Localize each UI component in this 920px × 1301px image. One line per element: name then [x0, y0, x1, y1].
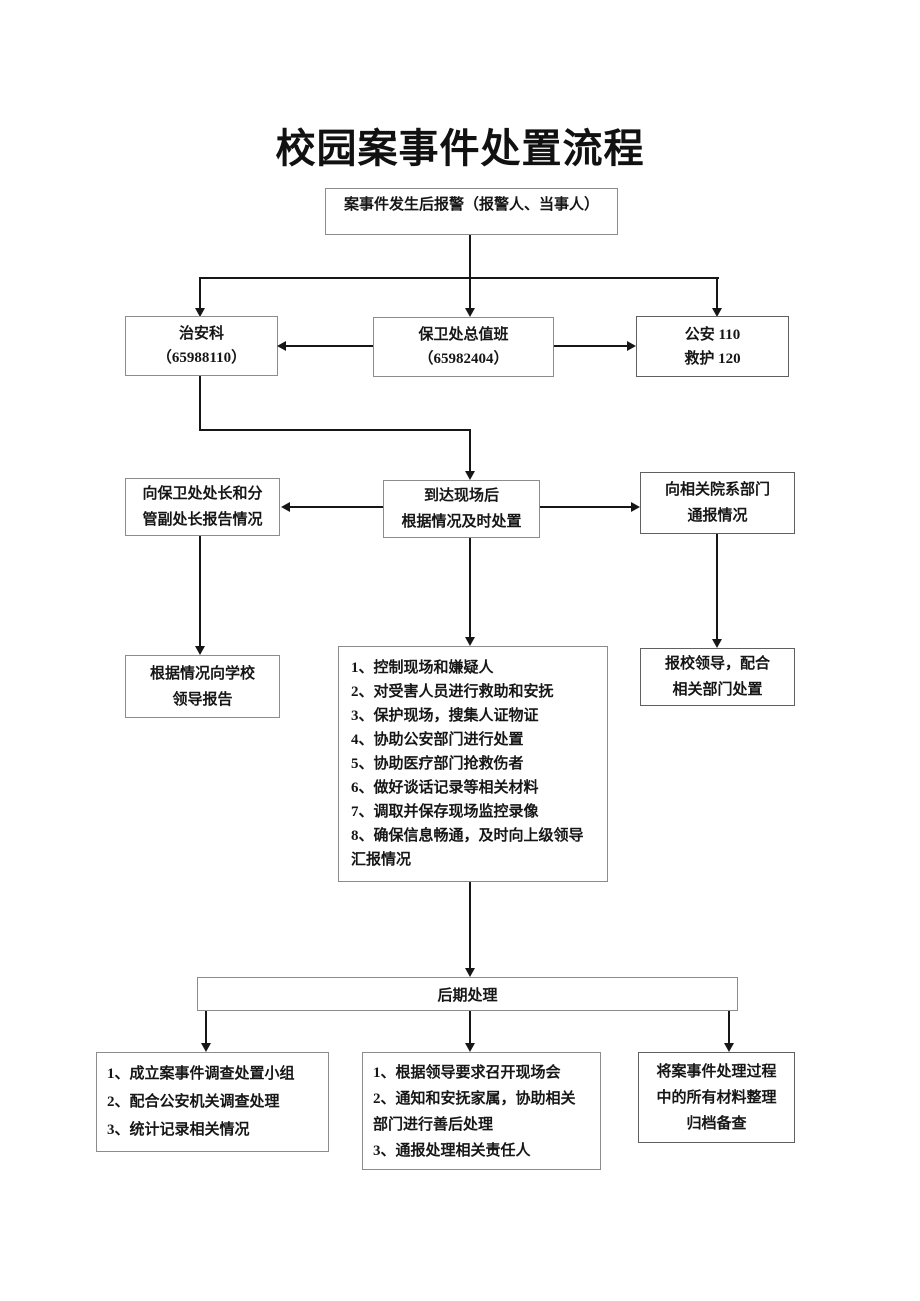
connector-branch-row2	[199, 277, 719, 279]
connector-elbow-v1	[199, 376, 201, 431]
node-security-section: 治安科 （65988110）	[125, 316, 278, 376]
text-line: 向相关院系部门	[664, 482, 770, 498]
connector-drop-left	[199, 277, 201, 308]
text-line: 根据情况向学校	[149, 665, 255, 682]
arrowhead-down-icon	[465, 308, 475, 317]
text-line: 报校领导，配合	[664, 656, 770, 672]
node-report-chiefs: 向保卫处处长和分管副处长报告情况	[125, 478, 280, 536]
text-line: 2、通知和安抚家属，协助相关部门进行善后处理	[373, 1091, 576, 1133]
connector-actions-down	[469, 882, 471, 968]
connector-elbow-h	[199, 429, 471, 431]
node-label: 案事件发生后报警（报警人、当事人）	[343, 197, 599, 213]
text-line: 相关部门处置	[672, 682, 763, 698]
arrowhead-down-icon	[465, 471, 475, 480]
text-line: 救护 120	[684, 350, 741, 367]
arrowhead-down-icon	[465, 1043, 475, 1052]
text-line: 公安 110	[684, 326, 741, 343]
node-label: 后期处理	[437, 987, 498, 1004]
text-line: 1、成立案事件调查处置小组	[107, 1066, 295, 1082]
node-archive: 将案事件处理过程中的所有材料整理归档备查	[638, 1052, 795, 1143]
connector-scene-down	[469, 538, 471, 637]
text-line: 中的所有材料整理	[656, 1089, 777, 1106]
connector-departments-down	[716, 534, 718, 639]
node-duty-office: 保卫处总值班 （65982404）	[373, 317, 554, 377]
arrowhead-down-icon	[201, 1043, 211, 1052]
node-post-processing: 后期处理	[197, 977, 738, 1011]
connector-chiefs-down	[199, 536, 201, 646]
node-assist-leaders: 报校领导，配合相关部门处置	[640, 648, 795, 706]
arrowhead-down-icon	[724, 1043, 734, 1052]
connector-duty-to-security	[286, 345, 373, 347]
node-report-school-leaders: 根据情况向学校领导报告	[125, 655, 280, 718]
node-report-alarm: 案事件发生后报警（报警人、当事人）	[325, 188, 618, 235]
text-line: 根据情况及时处置	[401, 514, 522, 530]
text-line: 7、调取并保存现场监控录像	[351, 804, 539, 820]
connector-post-right	[728, 1011, 730, 1043]
text-line: 3、通报处理相关责任人	[373, 1143, 531, 1159]
text-line: 保卫处总值班	[418, 327, 509, 343]
text-line: 5、协助医疗部门抢救伤者	[351, 756, 524, 772]
connector-drop-right	[716, 277, 718, 308]
text-line: （65982404）	[418, 351, 509, 367]
text-line: 将案事件处理过程	[656, 1063, 777, 1080]
node-investigation-group: 1、成立案事件调查处置小组 2、配合公安机关调查处理 3、统计记录相关情况	[96, 1052, 329, 1152]
text-line: 3、保护现场，搜集人证物证	[351, 708, 539, 724]
arrowhead-down-icon	[465, 637, 475, 646]
node-notify-departments: 向相关院系部门通报情况	[640, 472, 795, 534]
text-line: 6、做好谈话记录等相关材料	[351, 780, 539, 796]
text-line: （65988110）	[156, 350, 247, 366]
text-line: 1、根据领导要求召开现场会	[373, 1065, 561, 1081]
node-aftermath: 1、根据领导要求召开现场会 2、通知和安抚家属，协助相关部门进行善后处理 3、通报处…	[362, 1052, 601, 1170]
node-on-scene: 到达现场后根据情况及时处置	[383, 480, 540, 538]
arrowhead-right-icon	[627, 341, 636, 351]
arrowhead-left-icon	[277, 341, 286, 351]
text-line: 归档备查	[686, 1115, 747, 1132]
node-police-rescue: 公安 110 救护 120	[636, 316, 789, 377]
connector-scene-to-departments	[540, 506, 631, 508]
text-line: 4、协助公安部门进行处置	[351, 732, 524, 748]
text-line: 3、统计记录相关情况	[107, 1122, 250, 1138]
text-line: 通报情况	[687, 508, 748, 524]
connector-trunk-top	[469, 235, 471, 308]
text-line: 8、确保信息畅通，及时向上级领导汇报情况	[351, 828, 584, 868]
text-line: 到达现场后	[423, 488, 499, 504]
text-line: 向保卫处处长和分	[142, 486, 263, 502]
page-title: 校园案事件处置流程	[275, 126, 645, 171]
arrowhead-left-icon	[281, 502, 290, 512]
connector-scene-to-chiefs	[290, 506, 383, 508]
arrowhead-down-icon	[712, 308, 722, 317]
arrowhead-down-icon	[195, 646, 205, 655]
text-line: 领导报告	[172, 691, 233, 708]
connector-post-left	[205, 1011, 207, 1043]
arrowhead-down-icon	[195, 308, 205, 317]
text-line: 2、配合公安机关调查处理	[107, 1094, 280, 1110]
text-line: 1、控制现场和嫌疑人	[351, 660, 494, 676]
text-line: 治安科	[178, 326, 224, 342]
connector-post-mid	[469, 1011, 471, 1043]
text-line: 管副处长报告情况	[142, 512, 263, 528]
connector-duty-to-police	[554, 345, 627, 347]
text-line: 2、对受害人员进行救助和安抚	[351, 684, 554, 700]
connector-elbow-v2	[469, 429, 471, 471]
arrowhead-down-icon	[465, 968, 475, 977]
arrowhead-down-icon	[712, 639, 722, 648]
node-scene-actions: 1、控制现场和嫌疑人 2、对受害人员进行救助和安抚 3、保护现场，搜集人证物证 4、协…	[338, 646, 608, 882]
arrowhead-right-icon	[631, 502, 640, 512]
